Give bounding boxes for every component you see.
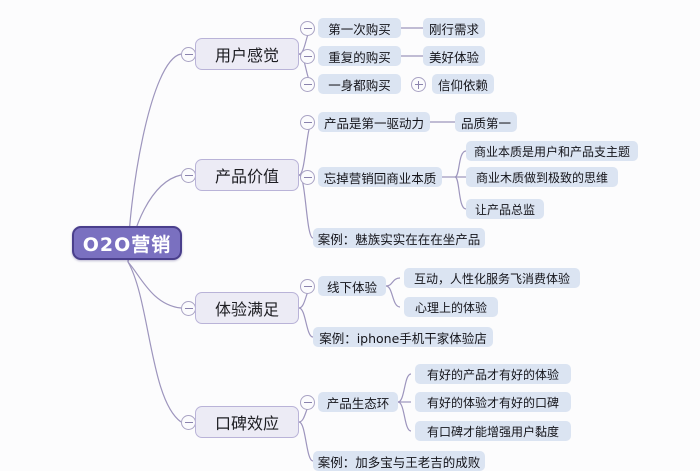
leaf-label: 案例：加多宝与王老吉的成败 bbox=[317, 454, 481, 470]
leaf-label: 一身都购买 bbox=[328, 77, 391, 93]
branch-node-0[interactable]: 用户感觉 bbox=[195, 38, 299, 70]
leaf-node[interactable]: 案例：iphone手机干家体验店 bbox=[313, 327, 493, 347]
leaf-label: 有好的体验才有好的口碑 bbox=[426, 395, 559, 410]
branch-node-3-label: 口碑效应 bbox=[214, 414, 279, 433]
leaf-label: 让产品总监 bbox=[474, 202, 535, 217]
leaf-node[interactable]: 有好的体验才有好的口碑 bbox=[415, 392, 571, 412]
leaf-label: 心理上的体验 bbox=[414, 300, 487, 315]
leaf-node[interactable]: 有好的产品才有好的体验 bbox=[415, 364, 571, 384]
leaf-node[interactable]: 第一次购买 bbox=[318, 18, 401, 38]
leaf-label: 产品生态环 bbox=[326, 395, 390, 411]
toggle-branch-0[interactable] bbox=[181, 47, 196, 62]
leaf-node[interactable]: 心理上的体验 bbox=[404, 297, 498, 317]
branch-node-2-label: 体验满足 bbox=[214, 300, 279, 319]
leaf-node[interactable]: 忘掉营销回商业本质 bbox=[318, 167, 442, 187]
toggle-branch-0-child-2[interactable] bbox=[300, 77, 315, 92]
leaf-node[interactable]: 线下体验 bbox=[318, 276, 386, 296]
leaf-label: 线下体验 bbox=[326, 279, 377, 295]
leaf-label: 美好体验 bbox=[429, 49, 480, 65]
branch-node-0-label: 用户感觉 bbox=[214, 46, 279, 65]
leaf-node[interactable]: 让产品总监 bbox=[466, 199, 544, 219]
leaf-node[interactable]: 互动，人性化服务飞消费体验 bbox=[404, 268, 580, 288]
toggle-expand-xinyangyilai[interactable] bbox=[411, 77, 426, 92]
toggle-branch-2-child-0[interactable] bbox=[300, 279, 315, 294]
leaf-label: 有口碑才能增强用户黏度 bbox=[426, 424, 559, 439]
leaf-label: 案例：魅族实实在在在坐产品 bbox=[317, 231, 481, 247]
toggle-branch-3[interactable] bbox=[181, 415, 196, 430]
leaf-label: 商业本质是用户和产品支主题 bbox=[474, 144, 631, 159]
toggle-branch-3-child-0[interactable] bbox=[300, 395, 315, 410]
leaf-node[interactable]: 商业本质是用户和产品支主题 bbox=[466, 141, 638, 161]
leaf-label: 有好的产品才有好的体验 bbox=[426, 367, 559, 382]
root-node-label: O2O营销 bbox=[82, 233, 172, 256]
toggle-branch-1-child-0[interactable] bbox=[300, 115, 315, 130]
leaf-node[interactable]: 产品是第一驱动力 bbox=[318, 112, 430, 132]
branch-node-2[interactable]: 体验满足 bbox=[195, 292, 299, 324]
leaf-node[interactable]: 刚行需求 bbox=[423, 18, 485, 38]
root-node[interactable]: O2O营销 bbox=[72, 226, 182, 260]
branch-node-1-label: 产品价值 bbox=[214, 167, 279, 186]
branch-node-1[interactable]: 产品价值 bbox=[195, 159, 299, 191]
leaf-label: 信仰依赖 bbox=[438, 77, 489, 93]
leaf-label: 品质第一 bbox=[461, 115, 512, 131]
leaf-node[interactable]: 重复的购买 bbox=[318, 46, 401, 66]
leaf-label: 案例：iphone手机干家体验店 bbox=[319, 330, 487, 346]
leaf-node[interactable]: 品质第一 bbox=[455, 112, 517, 132]
toggle-branch-1-child-1[interactable] bbox=[300, 170, 315, 185]
leaf-node[interactable]: 一身都购买 bbox=[318, 74, 401, 94]
leaf-label: 重复的购买 bbox=[328, 49, 391, 65]
leaf-node[interactable]: 有口碑才能增强用户黏度 bbox=[415, 421, 571, 441]
leaf-label: 第一次购买 bbox=[328, 21, 391, 37]
leaf-node[interactable]: 案例：加多宝与王老吉的成败 bbox=[313, 451, 485, 471]
leaf-node[interactable]: 案例：魅族实实在在在坐产品 bbox=[313, 228, 485, 248]
toggle-branch-0-child-1[interactable] bbox=[300, 49, 315, 64]
toggle-branch-2[interactable] bbox=[181, 301, 196, 316]
leaf-label: 产品是第一驱动力 bbox=[324, 115, 425, 131]
leaf-label: 刚行需求 bbox=[429, 21, 480, 37]
leaf-node[interactable]: 美好体验 bbox=[423, 46, 485, 66]
leaf-label: 商业木质做到极致的思维 bbox=[475, 170, 608, 185]
branch-node-3[interactable]: 口碑效应 bbox=[195, 406, 299, 438]
leaf-node[interactable]: 信仰依赖 bbox=[432, 74, 494, 94]
leaf-node[interactable]: 商业木质做到极致的思维 bbox=[466, 167, 618, 187]
leaf-node[interactable]: 产品生态环 bbox=[318, 392, 398, 412]
toggle-branch-1[interactable] bbox=[181, 168, 196, 183]
leaf-label: 忘掉营销回商业本质 bbox=[323, 170, 437, 186]
toggle-branch-0-child-0[interactable] bbox=[300, 21, 315, 36]
leaf-label: 互动，人性化服务飞消费体验 bbox=[413, 271, 570, 286]
